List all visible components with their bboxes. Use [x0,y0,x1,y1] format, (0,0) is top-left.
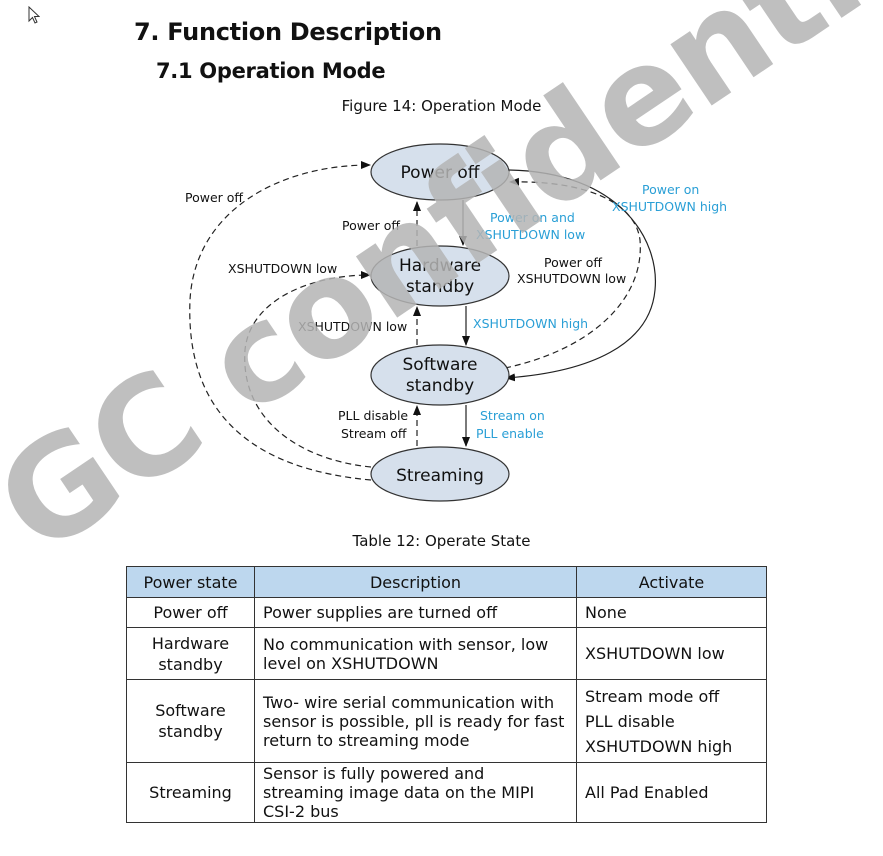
transition-label: XSHUTDOWN low [517,271,626,286]
transition-label: Power on and [490,210,575,225]
transition-label: PLL enable [476,426,544,441]
operation-mode-diagram: Power off Hardware standby Software stan… [185,143,727,502]
arrow-stream-to-off [189,161,372,481]
transition-label: XSHUTDOWN low [298,319,407,334]
transition-label: Power off [185,190,243,205]
transition-label: XSHUTDOWN high [612,199,727,214]
state-label: Power off [401,163,481,183]
table-row: Hardware standby No communication with s… [126,627,767,680]
state-label: standby [406,376,474,396]
arrow-stream-to-hw [244,271,372,468]
table-row: Power off Power supplies are turned off … [126,597,767,628]
column-header: Activate [576,566,767,598]
column-header: Description [254,566,577,598]
activate-cell: All Pad Enabled [576,762,767,823]
description-cell: Two- wire serial communication with sens… [254,679,577,763]
description-cell: No communication with sensor, low level … [254,627,577,680]
transition-label: Stream on [480,408,545,423]
state-label: Hardware [399,256,481,276]
state-label: standby [406,277,474,297]
operate-state-table: Power state Description Activate Power o… [126,566,767,823]
state-software-standby [370,344,510,406]
table-caption: Table 12: Operate State [352,532,531,550]
state-streaming [370,446,510,502]
state-cell: Hardware standby [126,627,255,680]
activate-cell: None [576,597,767,628]
table-row: Streaming Sensor is fully powered and st… [126,762,767,823]
table-header-row: Power state Description Activate [126,566,767,598]
transition-label: Power on [642,182,699,197]
section-heading: 7. Function Description [134,18,442,46]
transition-label: Power off [544,255,602,270]
transition-label: Stream off [341,426,407,441]
arrow-off-to-sw [505,169,657,382]
state-power-off [370,143,510,201]
figure-caption: Figure 14: Operation Mode [341,97,542,115]
state-label: Streaming [396,466,484,486]
activate-cell: Stream mode off PLL disable XSHUTDOWN hi… [576,679,767,763]
state-cell: Software standby [126,679,255,763]
subsection-heading: 7.1 Operation Mode [156,59,386,83]
column-header: Power state [126,566,255,598]
activate-line: XSHUTDOWN high [585,736,733,756]
transition-label: PLL disable [338,408,408,423]
transition-label: XSHUTDOWN low [228,261,337,276]
arrow-sw-to-off [504,177,641,369]
mouse-cursor-icon [28,6,40,24]
description-cell: Power supplies are turned off [254,597,577,628]
transition-label: XSHUTDOWN high [473,316,588,331]
activate-line: Stream mode off [585,686,720,706]
table-row: Software standby Two- wire serial commun… [126,679,767,763]
transition-label: Power off [342,218,400,233]
state-cell: Streaming [126,762,255,823]
activate-line: PLL disable [585,711,675,731]
activate-cell: XSHUTDOWN low [576,627,767,680]
state-label: Software [403,355,478,375]
description-cell: Sensor is fully powered and streaming im… [254,762,577,823]
state-cell: Power off [126,597,255,628]
transition-label: XSHUTDOWN low [476,227,585,242]
state-hardware-standby [370,245,510,307]
